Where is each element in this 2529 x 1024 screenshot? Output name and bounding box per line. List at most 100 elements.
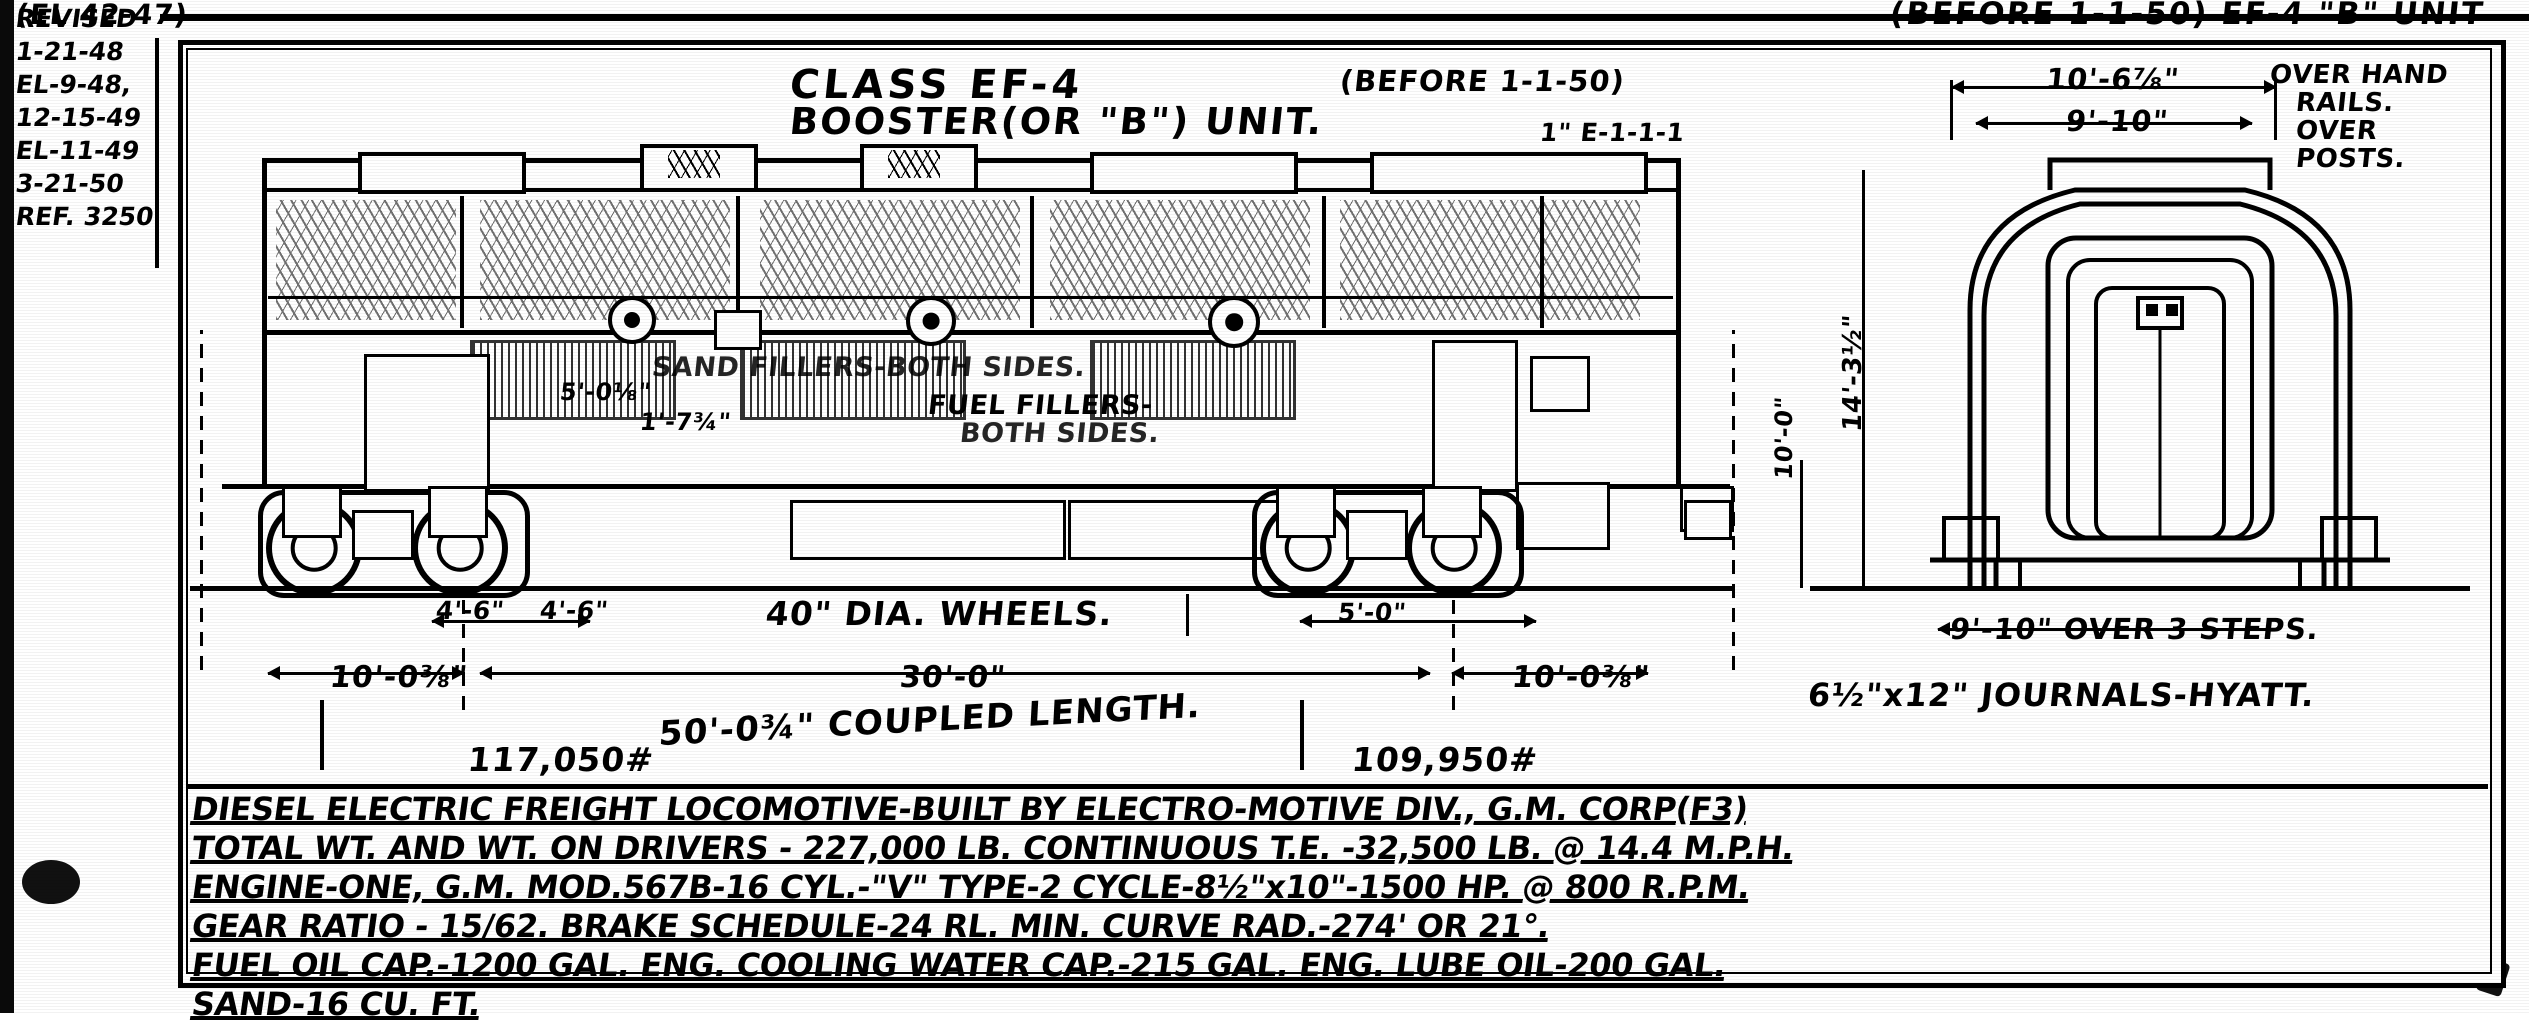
- side-louver-center: [740, 340, 966, 420]
- end-note-over: OVER: [2294, 116, 2379, 146]
- spec-line-text: ENGINE-ONE, G.M. MOD.567B-16 CYL.-"V" TY…: [189, 868, 1753, 906]
- side-port-circle-3: [1208, 296, 1260, 348]
- spec-line: SAND-16 CU. FT.: [189, 985, 2484, 1024]
- carbody-side-texture-1: [276, 200, 456, 320]
- carbody-end-right: [1676, 158, 1681, 488]
- journals-note: 6½"x12" JOURNALS-HYATT.: [1806, 676, 2317, 714]
- truck-frame-right: [1252, 490, 1524, 598]
- roof-fan-grille-2: [888, 150, 940, 178]
- roof-fan-grille-1: [668, 150, 720, 178]
- spec-line: FUEL OIL CAP.-1200 GAL. ENG. COOLING WAT…: [189, 946, 2484, 985]
- roof-hatch-left: [358, 152, 526, 194]
- brake-cyl-right: [1346, 510, 1408, 560]
- side-port-circle-2: [906, 296, 956, 346]
- end-view-svg: [1930, 157, 2390, 590]
- revision-item: REF. 3250: [13, 202, 156, 231]
- truck-frame-left: [258, 490, 530, 598]
- side-louver-left: [470, 340, 676, 420]
- underframe-detail-b: [1516, 482, 1610, 550]
- panel-divider: [460, 196, 464, 328]
- side-louver-right: [1090, 340, 1296, 420]
- small-dim-2: 1'-7¾": [638, 408, 733, 436]
- end-over-steps-label: 9'-10" OVER 3 STEPS.: [1948, 612, 2321, 646]
- weight-front-truck: 117,050#: [465, 740, 657, 779]
- dim-over-steps-bar: [1937, 622, 2268, 636]
- carbody-side-texture-2: [480, 200, 730, 320]
- side-access-hatch: [714, 310, 762, 350]
- revision-label: REVISED: [13, 4, 139, 33]
- dim-width-second: [1975, 116, 2253, 130]
- pilot-left: [222, 484, 270, 489]
- dim-label-truck-wb-left-2: 4'-6": [538, 596, 610, 625]
- note-fuel-fillers: FUEL FILLERS-: [926, 390, 1155, 421]
- revision-item: 12-15-49: [13, 103, 144, 132]
- underframe-detail-a: [1530, 356, 1590, 412]
- extension-line-truck-c2: [1452, 590, 1455, 710]
- coupler-box-end: [1684, 500, 1732, 540]
- small-dim-1: 5'-0⅛": [558, 378, 653, 406]
- title-side-note: 1" E-1-1-1: [1538, 118, 1687, 147]
- spec-line-text: FUEL OIL CAP.-1200 GAL. ENG. COOLING WAT…: [189, 946, 1729, 984]
- revision-item: 3-21-50: [13, 169, 126, 198]
- underframe-tank-center: [790, 500, 1066, 560]
- note-both-sides: BOTH SIDES.: [958, 418, 1162, 449]
- spec-line-text: SAND-16 CU. FT.: [189, 985, 484, 1023]
- end-view: [1900, 120, 2420, 590]
- carbody-side-texture-5: [1340, 200, 1640, 320]
- roof-hatch-right: [1370, 152, 1648, 194]
- underframe-box-left: [364, 354, 490, 492]
- spec-line-text: GEAR RATIO - 15/62. BRAKE SCHEDULE-24 RL…: [189, 907, 1553, 945]
- carbody-end-left: [262, 158, 267, 488]
- dim-overhang-left: [267, 666, 465, 680]
- weight-rear-truck: 109,950#: [1349, 740, 1541, 779]
- drawing-frame-inner: [186, 48, 2492, 974]
- journal-box-l2: [428, 486, 488, 538]
- dim-height-end-view: [1862, 170, 1865, 590]
- journal-box-r2: [1422, 486, 1482, 538]
- carbody-side-texture-4: [1050, 200, 1310, 320]
- carbody-lower-line: [262, 484, 1680, 489]
- sheet-header-right: (BEFORE 1-1-50) EF-4 "B" UNIT: [1888, 0, 2487, 32]
- ink-blob-artifact: [22, 860, 80, 904]
- title-before-note: (BEFORE 1-1-50): [1338, 64, 1627, 98]
- end-view-base-rail: [1810, 586, 2470, 591]
- underframe-box-right: [1432, 340, 1518, 492]
- dim-height-right: [1800, 460, 1803, 588]
- film-edge-gap: [14, 0, 20, 1013]
- dim-label-truck-wb-left: 4'-6": [434, 596, 506, 625]
- dim-tick-center: [1186, 594, 1189, 636]
- dim-height-right-label: 10'-0": [1770, 395, 1798, 481]
- dim-truck-wheelbase-left: [431, 614, 591, 628]
- extension-line-left-end: [200, 330, 203, 670]
- revision-item: 1-21-48: [13, 37, 126, 66]
- end-note-over-hand: OVER HAND: [2268, 60, 2450, 90]
- wheel-diameter-note: 40" DIA. WHEELS.: [763, 594, 1115, 633]
- dim-label-overhang-right: 10'-0⅜": [1510, 660, 1652, 695]
- dim-label-truck-centers: 30'-0": [898, 660, 1008, 695]
- panel-divider: [1322, 196, 1326, 328]
- dim-width-over-rails: [1951, 80, 2277, 94]
- journal-box-l1: [282, 486, 342, 538]
- dim-truck-wheelbase-right: [1299, 614, 1537, 628]
- specification-text-block: DIESEL ELECTRIC FREIGHT LOCOMOTIVE-BUILT…: [189, 790, 2484, 1024]
- side-port-circle-1: [608, 296, 656, 344]
- spec-line: GEAR RATIO - 15/62. BRAKE SCHEDULE-24 RL…: [189, 907, 2484, 946]
- dim-label-truck-wb-right: 5'-0": [1336, 598, 1408, 627]
- spec-line: TOTAL WT. AND WT. ON DRIVERS - 227,000 L…: [189, 829, 2484, 868]
- brake-cyl-left: [352, 510, 414, 560]
- panel-divider: [1540, 196, 1544, 328]
- panel-divider: [736, 196, 740, 328]
- extension-line-coupler: [320, 700, 324, 770]
- pilot-right: [1672, 484, 1730, 489]
- dim-overhang-right: [1451, 666, 1649, 680]
- carbody-side-texture-3: [760, 200, 1020, 320]
- roof-hatch-center: [1090, 152, 1298, 194]
- note-sand-fillers: SAND FILLERS-BOTH SIDES.: [650, 352, 1088, 383]
- dim-label-height-end-view: 14'-3½": [1838, 313, 1868, 434]
- revision-item: EL-11-49: [13, 136, 142, 165]
- extension-end-right: [2274, 80, 2277, 140]
- extension-line-coupler-2: [1300, 700, 1304, 770]
- dim-truck-centers: [479, 666, 1431, 680]
- spec-line: DIESEL ELECTRIC FREIGHT LOCOMOTIVE-BUILT…: [189, 790, 2484, 829]
